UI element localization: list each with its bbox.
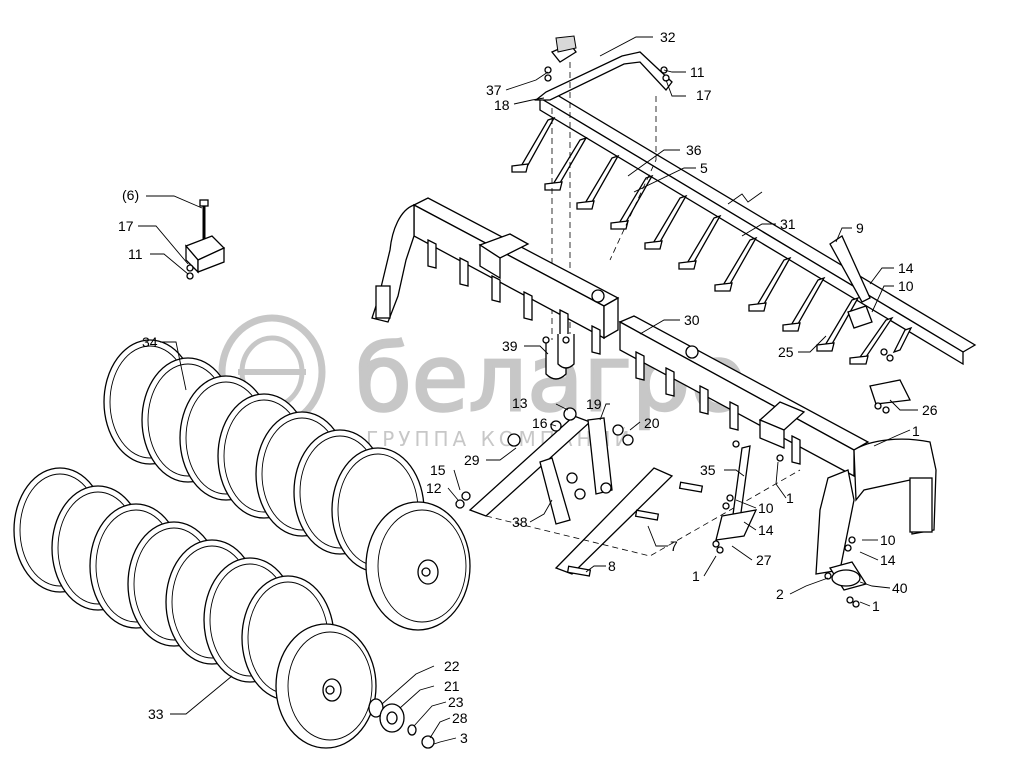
callout-9: 9 — [856, 220, 864, 236]
callout-38: 38 — [512, 514, 528, 530]
callout-25: 25 — [778, 344, 794, 360]
callout-28: 28 — [452, 710, 468, 726]
rear-frame-beam — [618, 315, 937, 575]
tines — [511, 116, 913, 365]
callout-18: 18 — [494, 97, 510, 113]
callouts: 32 11 37 17 18 36 5 (6) 17 11 31 9 14 10… — [118, 29, 938, 746]
callout-15: 15 — [430, 462, 446, 478]
callout-1b: 1 — [786, 490, 794, 506]
callout-39: 39 — [502, 338, 518, 354]
callout-34: 34 — [142, 334, 158, 350]
callout-2: 2 — [776, 586, 784, 602]
disc-row-lower — [13, 467, 377, 749]
callout-1c: 1 — [692, 568, 700, 584]
callout-1d: 1 — [872, 598, 880, 614]
callout-6: (6) — [122, 187, 139, 203]
callout-40: 40 — [892, 580, 908, 596]
callout-14: 14 — [898, 260, 914, 276]
callout-14b: 14 — [758, 522, 774, 538]
callout-13: 13 — [512, 395, 528, 411]
callout-26: 26 — [922, 402, 938, 418]
side-brackets — [712, 235, 911, 608]
callout-20: 20 — [644, 415, 660, 431]
callout-14c: 14 — [880, 552, 896, 568]
handle-bracket — [534, 35, 673, 360]
callout-21: 21 — [444, 678, 460, 694]
callout-36: 36 — [686, 142, 702, 158]
callout-23: 23 — [448, 694, 464, 710]
callout-19: 19 — [586, 396, 602, 412]
callout-10c: 10 — [880, 532, 896, 548]
callout-16: 16 — [532, 415, 548, 431]
callout-33: 33 — [148, 706, 164, 722]
callout-31: 31 — [780, 216, 796, 232]
callout-11: 11 — [690, 64, 705, 80]
leader-lines — [138, 36, 918, 745]
callout-35: 35 — [700, 462, 716, 478]
callout-7: 7 — [670, 538, 678, 554]
callout-29: 29 — [464, 452, 480, 468]
bracket-detail — [184, 199, 226, 280]
callout-12: 12 — [426, 480, 442, 496]
watermark-subtitle: ГРУППА КОМПАНИЙ — [366, 427, 633, 451]
hub-parts — [368, 698, 435, 749]
u-bolt — [542, 334, 575, 380]
callout-3: 3 — [460, 730, 468, 746]
callout-17: 17 — [696, 87, 712, 103]
front-frame-beam — [371, 197, 620, 355]
callout-17b: 17 — [118, 218, 134, 234]
callout-5: 5 — [700, 160, 708, 176]
callout-11b: 11 — [128, 246, 143, 262]
linkage-arms — [455, 407, 801, 577]
callout-32: 32 — [660, 29, 676, 45]
disc-row-upper — [103, 339, 471, 631]
callout-30: 30 — [684, 312, 700, 328]
callout-8: 8 — [608, 558, 616, 574]
callout-37: 37 — [486, 82, 502, 98]
callout-10b: 10 — [758, 500, 774, 516]
callout-27: 27 — [756, 552, 772, 568]
callout-10: 10 — [898, 278, 914, 294]
callout-22: 22 — [444, 658, 460, 674]
callout-1: 1 — [912, 423, 920, 439]
